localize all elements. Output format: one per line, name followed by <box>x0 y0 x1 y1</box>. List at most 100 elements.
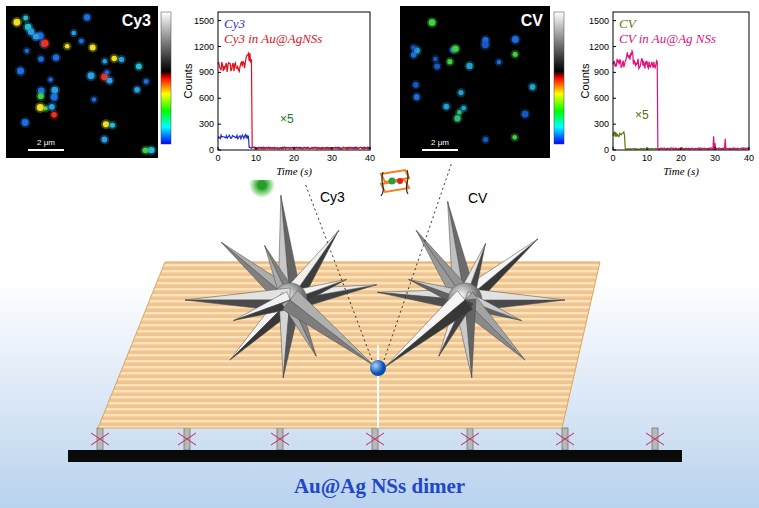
spike <box>385 300 472 367</box>
emitter-halo <box>146 145 156 155</box>
emitter-spot <box>522 111 529 118</box>
emitter-halo <box>495 58 503 66</box>
intensity-trace <box>613 51 749 149</box>
cv-molecule-icon <box>381 170 409 196</box>
emitter-spot <box>466 63 472 69</box>
tick-label: 1200 <box>194 42 214 52</box>
tick-mark <box>218 72 221 73</box>
bowtie-symbol <box>91 433 109 445</box>
tick-mark <box>218 124 221 125</box>
emitter-spot <box>112 56 117 61</box>
emitter-spot <box>103 59 107 63</box>
emitter-halo <box>528 82 538 92</box>
emitter-halo <box>481 135 490 144</box>
emitter-spot <box>105 70 109 74</box>
emitter-halo <box>520 109 531 120</box>
emitter-halo <box>134 62 144 72</box>
emitter-spot <box>461 106 466 111</box>
emitter-spot <box>512 135 517 140</box>
emitter-spot <box>411 52 416 57</box>
emitter-spot <box>433 57 438 62</box>
emitter-halo <box>88 43 98 53</box>
micrograph-panel: CV2 μm <box>400 6 550 158</box>
emitter-spot <box>79 39 84 44</box>
tick-label: 0 <box>610 153 615 163</box>
emitter-spot <box>447 59 452 64</box>
axis-title: Counts <box>182 64 194 99</box>
tick-mark <box>613 20 616 21</box>
tick-label: 900 <box>199 67 214 77</box>
emitter-spot <box>37 104 44 111</box>
tick-label: 1500 <box>589 16 609 26</box>
emitter-spot <box>429 19 436 26</box>
emitter-halo <box>108 121 117 130</box>
tick-mark <box>613 46 616 47</box>
emitter-spot <box>25 49 29 53</box>
chart-plot <box>577 4 755 180</box>
emitter-spot <box>51 112 57 118</box>
emitter-spot <box>497 60 501 64</box>
emitter-halo <box>510 133 519 142</box>
emitter-spot <box>512 36 519 43</box>
nanostar <box>377 202 565 378</box>
emitter-halo <box>15 66 26 77</box>
color-bar <box>161 12 171 144</box>
substrate-bar <box>68 450 682 462</box>
scale-bar <box>422 149 458 151</box>
bowtie-symbol <box>461 433 479 445</box>
panel-title: CV <box>521 12 543 30</box>
micrograph-panel: Cy3 2 μm <box>6 6 158 158</box>
tick-label: 0 <box>604 145 609 155</box>
tick-mark <box>647 147 648 150</box>
tick-label: 30 <box>327 153 337 163</box>
tick-label: 600 <box>594 93 609 103</box>
tick-mark <box>218 147 219 150</box>
emitter-spot <box>414 94 420 100</box>
dna-origami-slab <box>98 262 600 428</box>
emitter-spot <box>434 63 440 69</box>
emitter-spot <box>134 87 140 93</box>
cy3-molecule-core <box>258 181 267 190</box>
tick-mark <box>613 124 616 125</box>
emitter-halo <box>441 102 451 112</box>
panel-title: Cy3 <box>122 12 151 30</box>
emitter-halo <box>409 43 417 51</box>
intensity-trace <box>218 135 370 149</box>
emitter-spot <box>48 78 52 82</box>
emitter-halo <box>110 54 119 63</box>
tick-label: 20 <box>289 153 299 163</box>
tick-mark <box>370 147 371 150</box>
emitter-halo <box>39 38 50 49</box>
emitter-halo <box>431 55 440 64</box>
tick-label: 1500 <box>194 16 214 26</box>
molecule-label: CV <box>468 190 487 206</box>
emitter-spot <box>51 87 58 94</box>
tick-mark <box>749 147 750 150</box>
emitter-halo <box>480 39 491 50</box>
emitter-halo <box>23 47 31 55</box>
spike <box>385 291 465 367</box>
tick-mark <box>256 147 257 150</box>
emitter-spot <box>72 31 77 36</box>
emitter-spot <box>482 41 489 48</box>
dye-dot <box>397 178 403 184</box>
spike <box>290 291 374 366</box>
axis-title: Time (s) <box>276 165 312 177</box>
emitter-spot <box>53 54 59 60</box>
emitter-halo <box>103 68 111 76</box>
emitter-halo <box>427 17 438 28</box>
emitter-spot <box>65 44 70 49</box>
scale-label: 2 μm <box>37 138 55 147</box>
emitter-spot <box>13 19 20 26</box>
tick-label: 10 <box>251 153 261 163</box>
intensity-trace <box>613 132 749 149</box>
emitter-halo <box>47 102 57 112</box>
strand <box>381 172 383 196</box>
tick-mark <box>715 147 716 150</box>
tick-label: 0 <box>209 145 214 155</box>
emitter-halo <box>100 135 110 145</box>
emitter-spot <box>458 90 463 95</box>
emitter-spot <box>90 45 96 51</box>
spike <box>283 300 374 365</box>
emitter-spot <box>483 137 488 142</box>
